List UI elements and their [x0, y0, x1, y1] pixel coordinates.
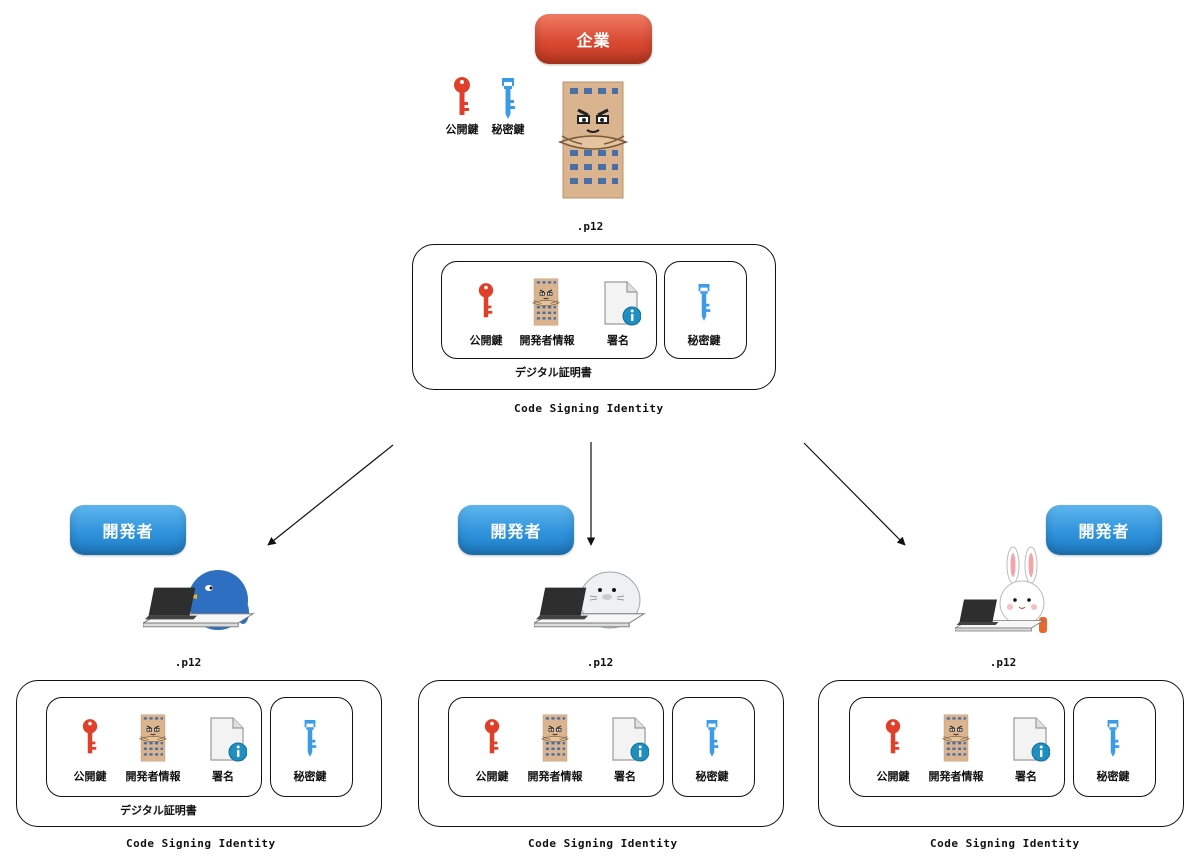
left-identity-label: Code Signing Identity [126, 837, 276, 850]
right-identity-label: Code Signing Identity [930, 837, 1080, 850]
center-signature-icon [609, 716, 649, 762]
company-badge: 企業 [535, 14, 652, 64]
center-identity-label: Code Signing Identity [528, 837, 678, 850]
left-public-key-icon [81, 718, 99, 758]
left-signature-icon [207, 716, 247, 762]
developer-badge-right: 開発者 [1046, 505, 1162, 555]
developer-badge-left: 開発者 [70, 505, 186, 555]
developer-badge-right-label: 開発者 [1078, 522, 1130, 541]
right-public-key-label: 公開鍵 [876, 770, 910, 783]
arrow-to-left [267, 444, 394, 546]
developer-badge-center: 開発者 [458, 505, 574, 555]
left-signature-label: 署名 [212, 770, 234, 783]
center-developer-info-icon [539, 714, 571, 762]
company-cert-caption: デジタル証明書 [515, 366, 592, 379]
left-developer-info-icon [137, 714, 169, 762]
company-cert-developer-info-label: 開発者情報 [519, 334, 575, 347]
arrow-to-right [803, 442, 906, 546]
right-private-key-label: 秘密鍵 [1096, 770, 1130, 783]
center-public-key-icon [483, 718, 501, 758]
center-private-key-icon [703, 718, 721, 758]
center-developer-info-label: 開発者情報 [527, 770, 583, 783]
right-developer-info-icon [940, 714, 972, 762]
center-signature-label: 署名 [614, 770, 636, 783]
right-developer-info-label: 開発者情報 [928, 770, 984, 783]
company-public-key-label: 公開鍵 [445, 123, 479, 136]
company-badge-label: 企業 [576, 31, 611, 50]
company-cert-private-key-label: 秘密鍵 [687, 334, 721, 347]
left-developer-info-label: 開発者情報 [125, 770, 181, 783]
left-private-key-label: 秘密鍵 [293, 770, 327, 783]
right-public-key-icon [884, 718, 902, 758]
right-signature-icon [1010, 716, 1050, 762]
developer-badge-center-label: 開発者 [490, 522, 542, 541]
company-cert-public-key-label: 公開鍵 [469, 334, 503, 347]
center-public-key-label: 公開鍵 [475, 770, 509, 783]
rabbit-developer-icon [955, 546, 1047, 633]
company-p12-label: .p12 [576, 220, 604, 233]
right-p12-label: .p12 [989, 656, 1017, 669]
center-private-key-label: 秘密鍵 [695, 770, 729, 783]
right-signature-label: 署名 [1015, 770, 1037, 783]
left-public-key-label: 公開鍵 [73, 770, 107, 783]
left-private-key-icon [301, 718, 319, 758]
developer-badge-left-label: 開発者 [102, 522, 154, 541]
company-private-key-label: 秘密鍵 [491, 123, 525, 136]
right-private-key-icon [1104, 718, 1122, 758]
center-p12-label: .p12 [586, 656, 614, 669]
left-p12-label: .p12 [174, 656, 202, 669]
company-identity-label: Code Signing Identity [514, 402, 664, 415]
company-cert-signature-label: 署名 [607, 334, 629, 347]
left-cert-caption: デジタル証明書 [120, 804, 197, 817]
seal-developer-icon [534, 571, 645, 629]
penguin-developer-icon [143, 570, 254, 630]
